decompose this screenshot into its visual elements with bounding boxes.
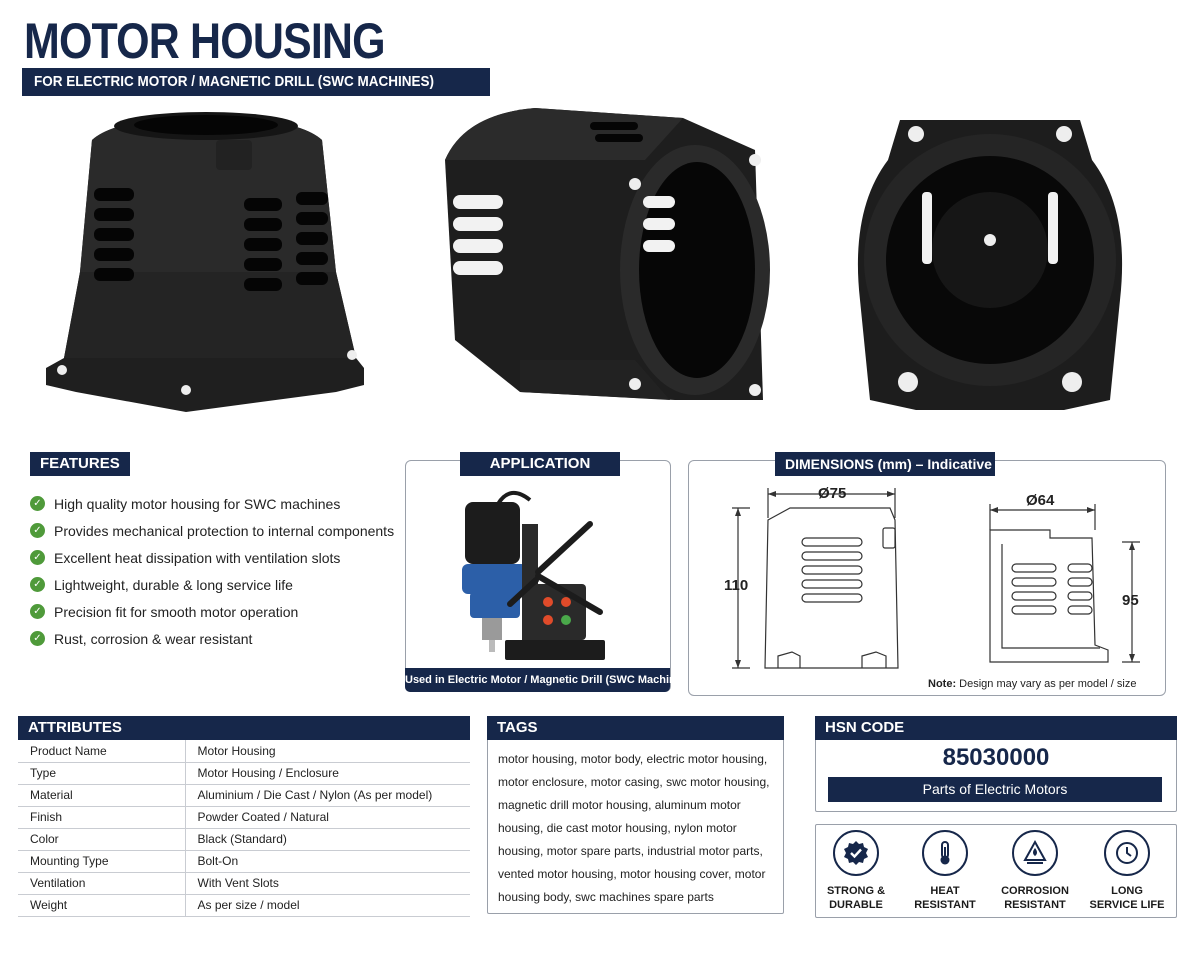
product-photo-front <box>36 100 372 430</box>
dimension-height-side: 95 <box>1122 592 1139 609</box>
check-icon: ✓ <box>30 550 45 565</box>
list-item: ✓Provides mechanical protection to inter… <box>30 517 400 544</box>
shield-drop-icon <box>1012 830 1058 876</box>
product-photo-angled <box>425 100 785 430</box>
gear-check-icon <box>833 830 879 876</box>
application-heading: APPLICATION <box>460 452 620 476</box>
magnetic-drill-image <box>450 484 620 666</box>
badge-corrosion-resistant: CORROSION RESISTANT <box>985 830 1085 912</box>
tags-text: motor housing, motor body, electric moto… <box>498 752 770 904</box>
hsn-heading: HSN CODE <box>815 716 1177 740</box>
tags-panel <box>487 716 784 914</box>
list-item: ✓Precision fit for smooth motor operatio… <box>30 598 400 625</box>
page-title: MOTOR HOUSING <box>24 13 386 69</box>
dimension-width-front: Ø75 <box>818 485 847 502</box>
tags-heading: TAGS <box>487 716 784 740</box>
dimension-height-front: 110 <box>724 577 749 594</box>
dimension-width-side: Ø64 <box>1026 492 1055 509</box>
badge-strong-durable: STRONG & DURABLE <box>806 830 906 912</box>
badge-long-service-life: LONG SERVICE LIFE <box>1077 830 1177 912</box>
check-icon: ✓ <box>30 577 45 592</box>
check-icon: ✓ <box>30 631 45 646</box>
list-item: ✓Rust, corrosion & wear resistant <box>30 625 400 652</box>
clock-icon <box>1104 830 1150 876</box>
check-icon: ✓ <box>30 496 45 511</box>
list-item: ✓Excellent heat dissipation with ventila… <box>30 544 400 571</box>
features-list: ✓High quality motor housing for SWC mach… <box>30 490 400 652</box>
thermometer-icon <box>922 830 968 876</box>
dimensions-note: Note: Design may vary as per model / siz… <box>928 678 1137 690</box>
check-icon: ✓ <box>30 523 45 538</box>
dimension-drawing <box>732 488 1140 669</box>
attributes-heading: ATTRIBUTES <box>18 716 470 740</box>
list-item: ✓High quality motor housing for SWC mach… <box>30 490 400 517</box>
features-heading: FEATURES <box>30 452 130 476</box>
badge-heat-resistant: HEAT RESISTANT <box>895 830 995 912</box>
product-photo-top <box>852 100 1128 430</box>
dimensions-heading: DIMENSIONS (mm) – Indicative <box>775 452 995 476</box>
check-icon: ✓ <box>30 604 45 619</box>
page-subtitle: FOR ELECTRIC MOTOR / MAGNETIC DRILL (SWC… <box>22 68 491 96</box>
hsn-code: 85030000 <box>942 744 1050 771</box>
list-item: ✓Lightweight, durable & long service lif… <box>30 571 400 598</box>
application-caption: Used in Electric Motor / Magnetic Drill … <box>405 668 692 692</box>
hsn-description: Parts of Electric Motors <box>828 777 1162 802</box>
